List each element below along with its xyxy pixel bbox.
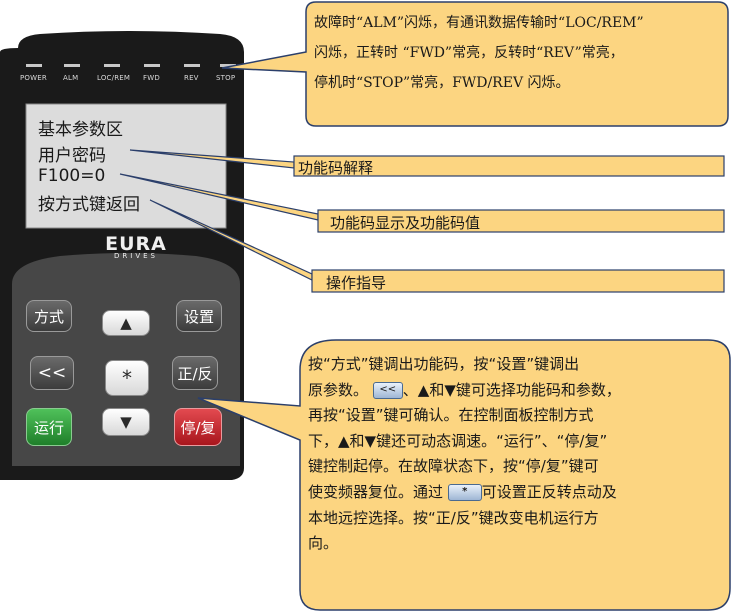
down-key[interactable]: ▼ <box>102 408 150 436</box>
led-label-power: POWER <box>20 74 47 82</box>
keys-description-line-8: 向。 <box>308 534 339 553</box>
led-label-rev: REV <box>184 74 199 82</box>
fwd-rev-key[interactable]: 正/反 <box>172 356 218 390</box>
keys-description-line-4: 下，▲和▼键还可动态调速。“运行”、“停/复” <box>308 431 608 450</box>
up-key[interactable]: ▲ <box>102 310 150 336</box>
keys-description-line-2b: 、▲和▼键可选择功能码和参数， <box>402 380 621 399</box>
keys-description-line-6: 使变频器复位。通过 *可设置正反转点动及 <box>308 480 728 506</box>
keys-description-line-5: 键控制起停。在故障状态下，按“停/复”键可 <box>308 457 599 476</box>
keys-description-line-2: 原参数。 <<、▲和▼键可选择功能码和参数， <box>308 378 728 404</box>
stop-reset-key[interactable]: 停/复 <box>174 408 222 446</box>
led-label-fwd: FWD <box>143 74 160 82</box>
box-function-value <box>317 209 725 233</box>
keys-description: 按“方式”键调出功能码，按“设置”键调出 原参数。 <<、▲和▼键可选择功能码和… <box>308 352 728 557</box>
set-key[interactable]: 设置 <box>176 300 222 332</box>
brand-sub-text: DRIVES <box>114 252 158 260</box>
led-description-line-1: 故障时“ALM”闪烁，有通讯数据传输时“LOC/REM” <box>314 15 644 31</box>
shift-key[interactable]: << <box>30 356 74 390</box>
callout-keys-bubble <box>197 339 731 611</box>
box-operation-guide <box>311 269 725 293</box>
keys-description-line-1: 按“方式”键调出功能码，按“设置”键调出 <box>308 355 580 373</box>
led-description-line-3: 停机时“STOP”常亮，FWD/REV 闪烁。 <box>314 75 570 91</box>
brand-logo: EURA DRIVES <box>96 233 176 260</box>
lcd-line-1: 基本参数区 <box>38 120 123 140</box>
lcd-line-4: 按方式键返回 <box>38 195 140 215</box>
keys-description-line-3: 再按“设置”键可确认。在控制面板控制方式 <box>308 406 594 425</box>
keys-description-line-7: 本地远控选择。按“正/反”键改变电机运行方 <box>308 508 599 527</box>
star-key[interactable]: * <box>105 360 149 396</box>
star-key-icon: * <box>447 483 482 501</box>
led-bars <box>26 64 236 67</box>
led-label-stop: STOP <box>216 74 236 82</box>
keys-description-line-2a: 原参数。 <box>308 380 369 399</box>
keys-description-line-6a: 使变频器复位。通过 <box>308 482 444 501</box>
function-code-explain-label: 功能码解释 <box>298 159 374 177</box>
box-function-explain <box>293 155 725 177</box>
shift-key-icon: << <box>372 381 403 399</box>
callout-led-bubble <box>221 1 729 127</box>
led-description-line-2: 闪烁，正转时 “FWD”常亮，反转时“REV”常亮， <box>314 45 624 61</box>
lcd-line-3: F100=0 <box>38 166 106 186</box>
operation-guide-label: 操作指导 <box>326 274 387 292</box>
lcd-screen <box>25 103 227 229</box>
keys-description-line-6b: 可设置正反转点动及 <box>481 482 617 501</box>
function-code-value-label: 功能码显示及功能码值 <box>330 214 481 232</box>
led-label-loc-rem: LOC/REM <box>97 74 131 82</box>
led-description: 故障时“ALM”闪烁，有通讯数据传输时“LOC/REM” 闪烁，正转时 “FWD… <box>314 8 724 98</box>
brand-logo-text: EURA <box>105 233 167 255</box>
run-key[interactable]: 运行 <box>26 408 72 446</box>
mode-key[interactable]: 方式 <box>26 300 72 332</box>
led-label-alm: ALM <box>63 74 79 82</box>
lcd-line-2: 用户密码 <box>38 146 106 166</box>
